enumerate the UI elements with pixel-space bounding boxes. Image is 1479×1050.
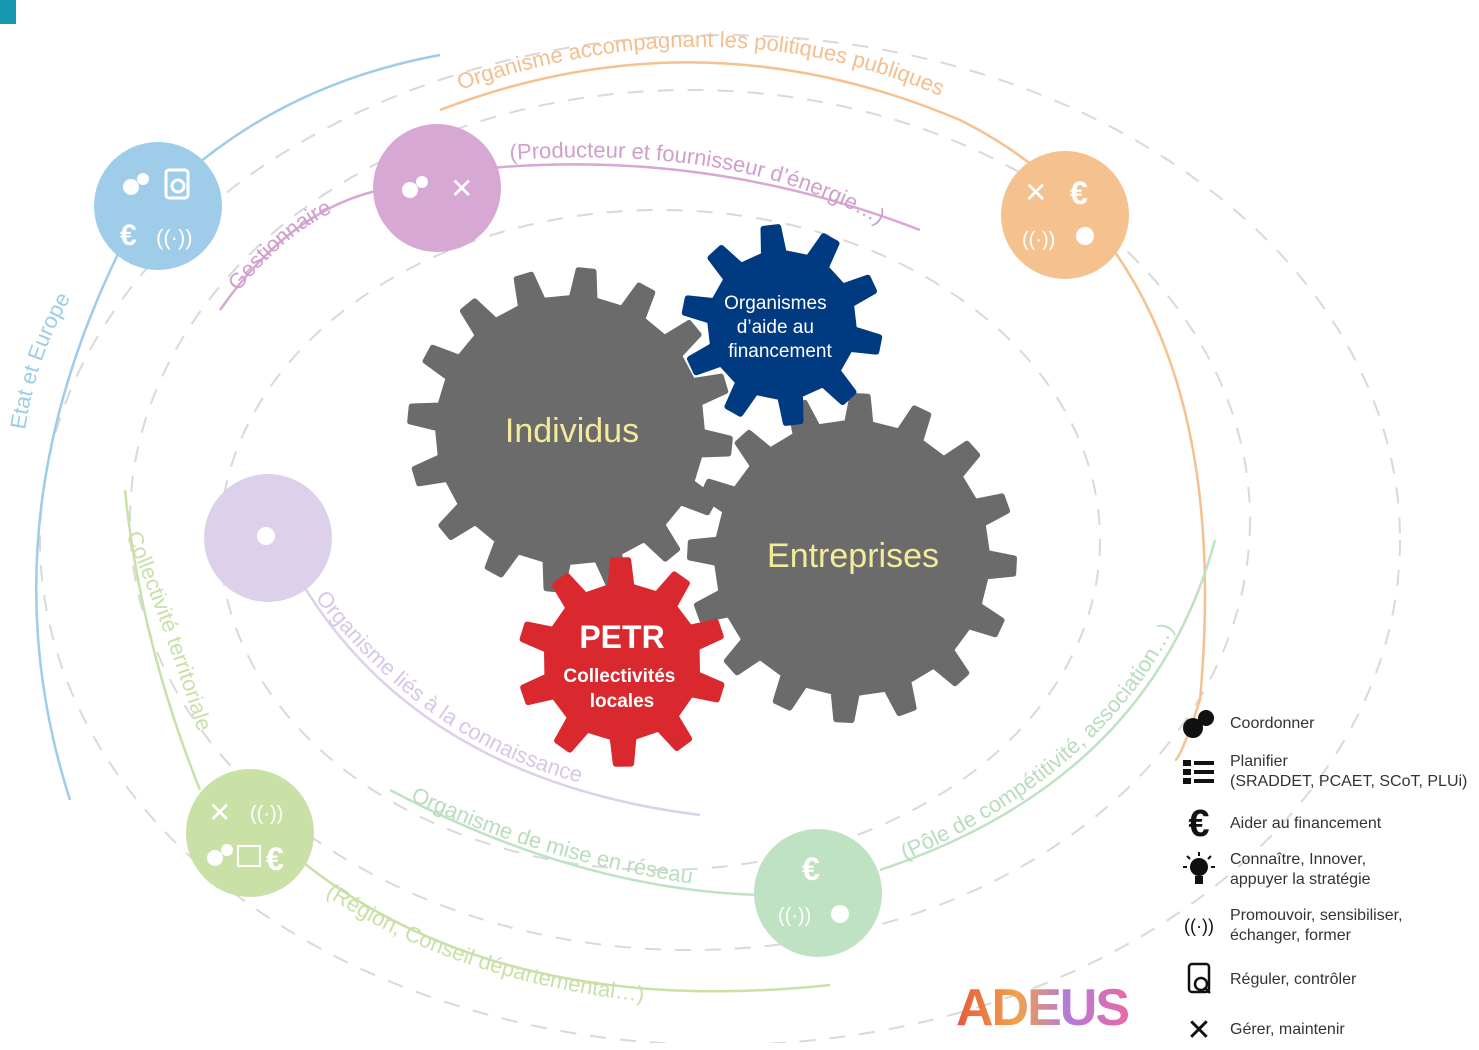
- gear-label-organismes: Organismes d’aide au financement: [724, 293, 832, 362]
- circle-politiques: ✕ € ((·)): [1001, 151, 1129, 279]
- antenna-icon: ((·)): [250, 803, 283, 825]
- circle-etat-europe: € ((·)): [94, 142, 222, 270]
- label-region: (Région, Conseil départemental…): [322, 878, 645, 1006]
- antenna-icon: ((·)): [1184, 915, 1214, 936]
- tools-icon: ✕: [1186, 1013, 1212, 1047]
- circle-reseau: € ((·)): [754, 829, 882, 957]
- arc-gestionnaire: [218, 188, 381, 311]
- euro-icon: €: [802, 851, 820, 887]
- antenna-icon: ((·)): [1022, 229, 1055, 251]
- legend-label: Coordonner: [1230, 715, 1315, 732]
- circle-gestionnaire: ✕: [373, 124, 501, 252]
- legend-label: Promouvoir, sensibiliser,: [1230, 907, 1403, 924]
- legend-label: (SRADDET, PCAET, SCoT, PLUi): [1230, 773, 1468, 790]
- euro-icon: €: [1070, 175, 1088, 211]
- antenna-icon: ((·)): [156, 225, 193, 250]
- bulb-icon: [257, 527, 275, 545]
- gear-individus: [407, 267, 733, 593]
- gear-label-entreprises: Entreprises: [767, 537, 939, 575]
- legend-item-promouvoir: ((·)) Promouvoir, sensibiliser, échanger…: [1176, 906, 1403, 946]
- legend-item-planifier: Planifier (SRADDET, PCAET, SCoT, PLUi): [1176, 752, 1467, 792]
- document-search-icon: [164, 168, 190, 200]
- euro-icon: €: [266, 841, 284, 877]
- arc-reseau: [389, 788, 761, 897]
- label-gestionnaire: Gestionnaire: [223, 194, 335, 295]
- label-producteur: (Producteur et fournisseur d’énergie…): [509, 137, 890, 229]
- legend-label: appuyer la stratégie: [1230, 871, 1371, 888]
- gear-label-petr: PETR: [579, 619, 664, 655]
- circle-connaissance: [204, 474, 332, 602]
- legend-label: Planifier: [1230, 753, 1288, 770]
- arc-collectivite: [123, 489, 202, 791]
- label-etat-europe: Etat et Europe: [5, 288, 75, 431]
- legend-item-reguler: Réguler, contrôler: [1176, 960, 1356, 1000]
- euro-icon: €: [120, 219, 137, 252]
- gear-organismes: [681, 224, 883, 426]
- arc-pole: [879, 539, 1217, 872]
- bulb-icon: [831, 905, 849, 923]
- legend-label: Aider au financement: [1230, 815, 1382, 832]
- list-icon: [1176, 752, 1222, 792]
- adeus-logo: ADEUS: [956, 979, 1130, 1037]
- arc-producteur: [469, 163, 921, 232]
- antenna-icon: ((·)): [778, 905, 811, 927]
- legend-label: Réguler, contrôler: [1230, 971, 1357, 988]
- legend-label: échanger, former: [1230, 927, 1351, 944]
- corner-marker: [0, 0, 16, 24]
- label-reseau: Organisme de mise en réseau: [408, 782, 695, 889]
- tools-icon: ✕: [208, 797, 231, 828]
- legend-item-financement: € Aider au financement: [1176, 802, 1382, 845]
- legend-label: Connaître, Innover,: [1230, 851, 1367, 868]
- tools-icon: ✕: [450, 173, 473, 204]
- gear-entreprises: [687, 393, 1017, 723]
- arc-region: [299, 859, 831, 993]
- bulb-icon: [1076, 227, 1094, 245]
- gear-petr: [519, 557, 725, 767]
- tools-icon: ✕: [1024, 177, 1047, 208]
- gears-icon: [1176, 704, 1222, 744]
- document-search-icon: [1176, 960, 1222, 1000]
- legend-label: Gérer, maintenir: [1230, 1021, 1345, 1038]
- legend-item-gerer: ✕ Gérer, maintenir: [1176, 1010, 1345, 1050]
- bulb-icon: [1176, 850, 1222, 890]
- arc-connaissance: [298, 579, 701, 817]
- euro-icon: €: [1188, 802, 1210, 845]
- legend-item-connaitre: Connaître, Innover, appuyer la stratégie: [1176, 850, 1371, 890]
- map-icon: [237, 845, 261, 867]
- gear-label-individus: Individus: [505, 412, 639, 450]
- legend-item-coordonner: Coordonner: [1176, 704, 1315, 744]
- gear-label-petr-sub: Collectivités locales: [563, 666, 680, 712]
- arc-etat-europe: [35, 53, 441, 801]
- circle-collectivite: ✕ ((·)) €: [186, 769, 314, 897]
